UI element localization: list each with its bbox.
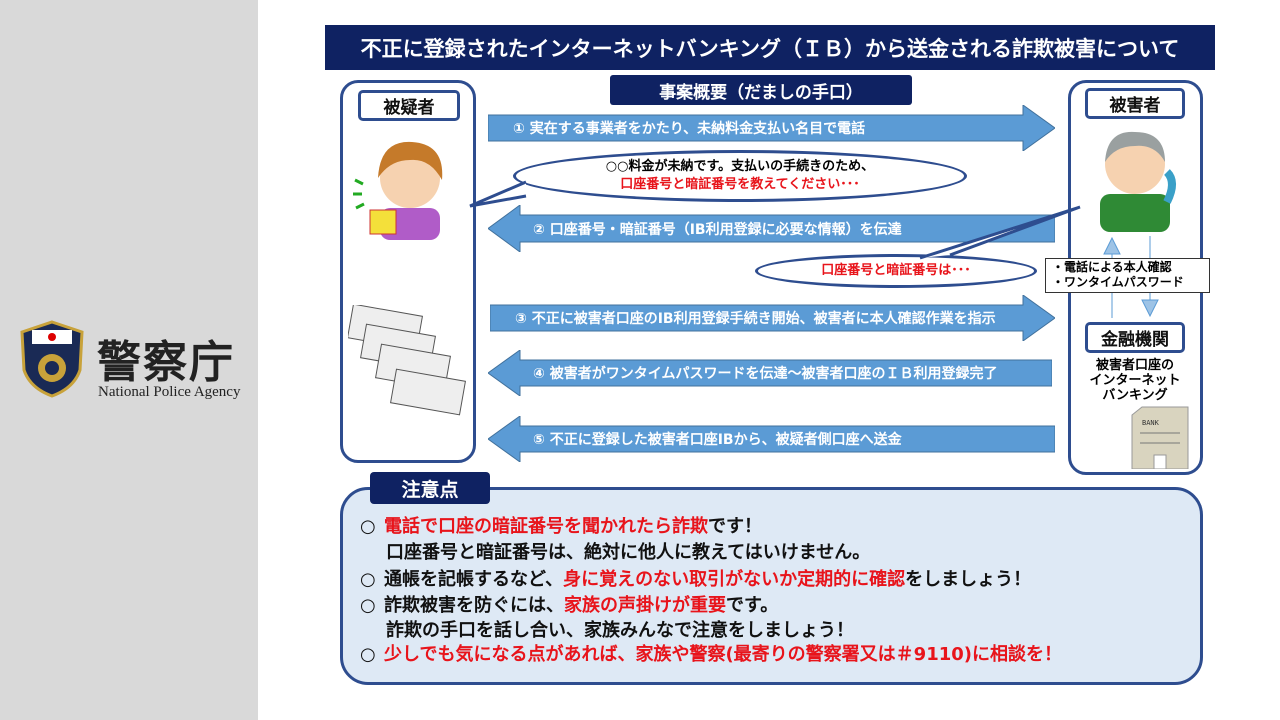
overview-heading: 事案概要（だましの手口） (610, 75, 912, 105)
caution-text: 家族の声掛けが重要 (564, 595, 726, 616)
bank-sign: BANK (1142, 419, 1160, 427)
bank-desc-line: バンキング (1102, 388, 1168, 403)
bank-description: 被害者口座の インターネット バンキング (1080, 358, 1190, 403)
bubble-tail (919, 205, 1081, 260)
bullet-circle-icon: ○ (360, 644, 376, 665)
caution-item: ○ 詐欺被害を防ぐには、家族の声掛けが重要です。 (360, 591, 778, 617)
caution-item: ○ 電話で口座の暗証番号を聞かれたら詐欺です！ (360, 512, 762, 538)
logo-text: 警察庁 (97, 337, 235, 388)
verification-item: ・ワンタイムパスワード (1052, 275, 1184, 289)
caution-text: 通帳を記帳するなど、 (384, 569, 564, 590)
bubble-line: ○○料金が未納です。支払いの手続きのため、 (605, 159, 875, 174)
bullet-circle-icon: ○ (360, 569, 376, 590)
caution-text: 少しでも気になる点があれば、家族や警察(最寄りの警察署又は＃9110)に相談を！ (384, 644, 1063, 665)
caution-text: をしましょう！ (905, 569, 1032, 590)
caution-item: ○ 通帳を記帳するなど、身に覚えのない取引がないか定期的に確認をしましょう！ (360, 565, 1031, 591)
caution-heading: 注意点 (370, 472, 490, 504)
step-arrow-4: ④ 被害者がワンタイムパスワードを伝達～被害者口座のＩＢ利用登録完了 (488, 350, 1052, 396)
police-emblem-logo (20, 320, 84, 398)
step-arrow-5: ⑤ 不正に登録した被害者口座IBから、被疑者側口座へ送金 (488, 416, 1055, 462)
bank-desc-line: インターネット (1089, 373, 1181, 388)
verification-item: ・電話による本人確認 (1052, 260, 1172, 274)
verification-note: ・電話による本人確認 ・ワンタイムパスワード (1045, 258, 1210, 293)
bullet-circle-icon: ○ (360, 595, 376, 616)
caution-text: 電話で口座の暗証番号を聞かれたら詐欺 (384, 516, 708, 537)
caution-panel (340, 487, 1203, 685)
arrow-shape (488, 350, 1052, 396)
suspect-label: 被疑者 (358, 90, 460, 121)
bubble-line-highlight: 口座番号と暗証番号を教えてください･･･ (620, 177, 860, 192)
caution-item: ○ 少しでも気になる点があれば、家族や警察(最寄りの警察署又は＃9110)に相談を… (360, 640, 1062, 666)
caution-item-continued: 口座番号と暗証番号は、絶対に他人に教えてはいけません。 (386, 542, 871, 563)
bank-desc-line: 被害者口座の (1095, 358, 1174, 373)
page-title: 不正に登録されたインターネットバンキング（ＩＢ）から送金される詐欺被害について (325, 25, 1215, 70)
arrow-shape (488, 105, 1055, 151)
bubble-tail (469, 180, 527, 208)
arrow-shape (488, 416, 1055, 462)
step-text: ③ 不正に被害者口座のIB利用登録手続き開始、被害者に本人確認作業を指示 (515, 311, 996, 327)
step-text: ② 口座番号・暗証番号（IB利用登録に必要な情報）を伝達 (533, 221, 902, 238)
bank-building-icon: BANK (1131, 406, 1189, 469)
step-arrow-3: ③ 不正に被害者口座のIB利用登録手続き開始、被害者に本人確認作業を指示 (490, 295, 1055, 341)
speech-bubble-suspect: ○○料金が未納です。支払いの手続きのため、 口座番号と暗証番号を教えてください･… (513, 150, 967, 202)
step-text: ④ 被害者がワンタイムパスワードを伝達～被害者口座のＩＢ利用登録完了 (533, 366, 998, 382)
step-arrow-2: ② 口座番号・暗証番号（IB利用登録に必要な情報）を伝達 (488, 205, 1055, 252)
victim-label: 被害者 (1085, 88, 1185, 119)
step-text: ① 実在する事業者をかたり、未納料金支払い名目で電話 (513, 121, 866, 137)
caution-item-continued: 詐欺の手口を話し合い、家族みんなで注意をしましょう！ (386, 620, 854, 641)
logo-subtitle: National Police Agency (98, 384, 241, 400)
caution-text: 身に覚えのない取引がないか定期的に確認 (563, 569, 906, 590)
victim-illustration (1100, 131, 1176, 232)
caution-text: 詐欺被害を防ぐには、 (384, 595, 564, 616)
speech-bubble-victim: 口座番号と暗証番号は･･･ (755, 254, 1037, 288)
bullet-circle-icon: ○ (360, 516, 376, 537)
banknotes-illustration (348, 305, 466, 416)
step-text: ⑤ 不正に登録した被害者口座IBから、被疑者側口座へ送金 (533, 432, 902, 448)
bank-label: 金融機関 (1085, 322, 1185, 353)
caution-text: です。 (726, 595, 779, 616)
step-arrow-1: ① 実在する事業者をかたり、未納料金支払い名目で電話 (488, 105, 1055, 151)
caution-text: です！ (708, 516, 762, 537)
suspect-illustration (353, 141, 443, 240)
arrow-shape (490, 295, 1055, 341)
